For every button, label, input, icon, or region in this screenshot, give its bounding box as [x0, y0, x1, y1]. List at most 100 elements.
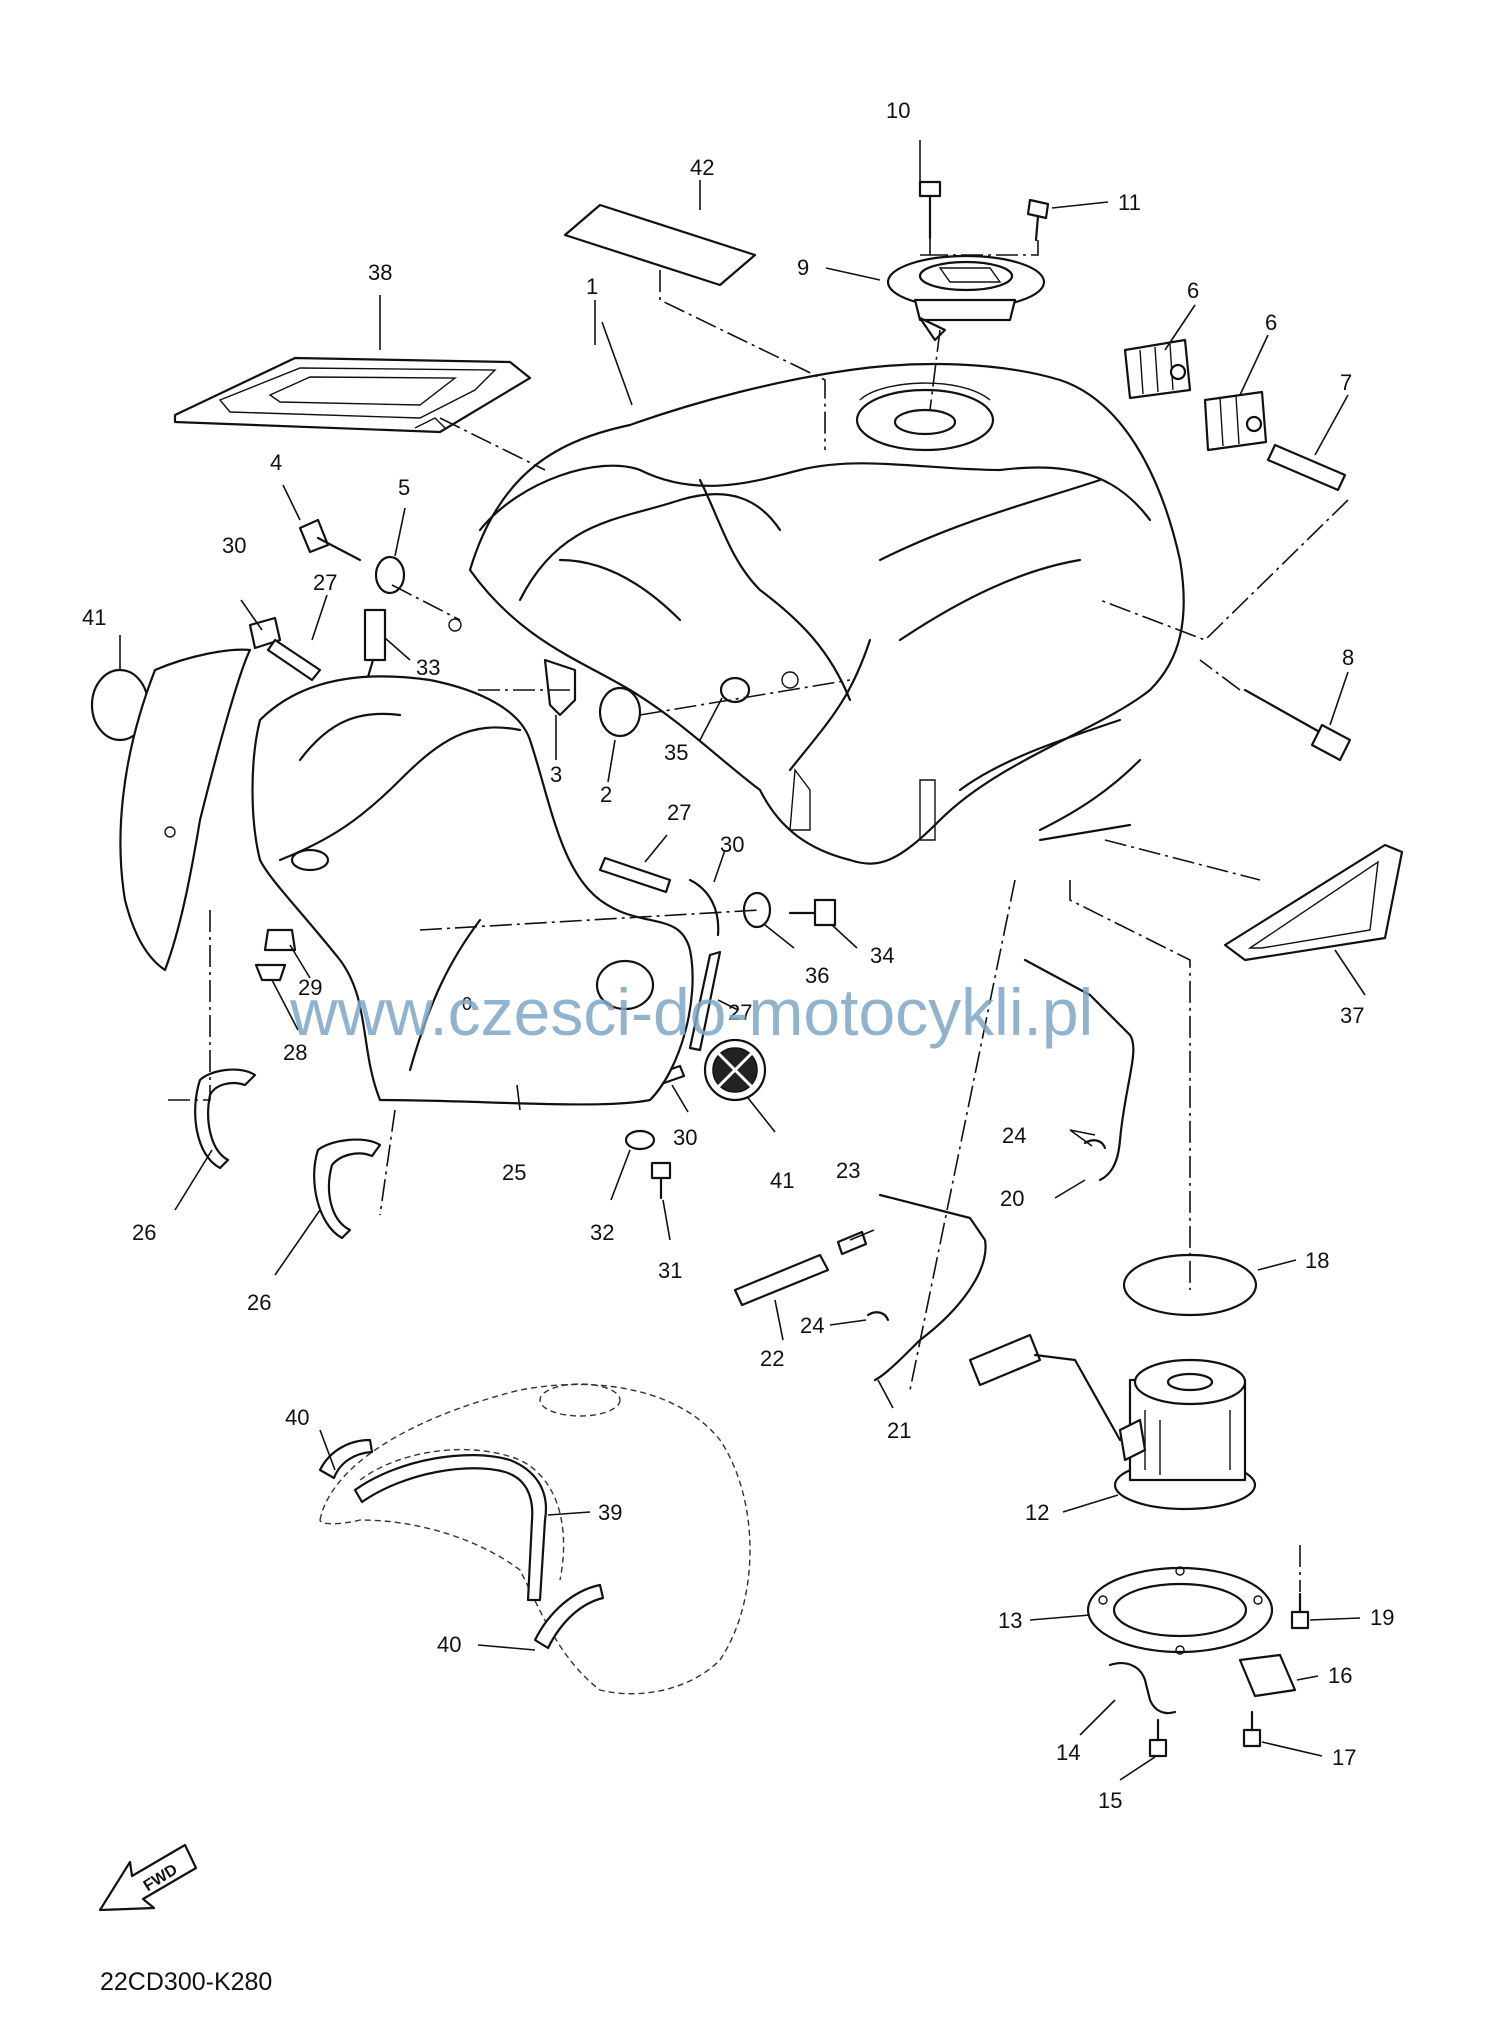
callout-5: 5 [398, 475, 410, 500]
callout-4: 4 [270, 450, 282, 475]
callout-36: 36 [805, 963, 829, 988]
part-16-cover [1238, 1653, 1297, 1698]
part-8-bolt [1243, 688, 1352, 762]
callout-2: 2 [600, 782, 612, 807]
part-5-washer [374, 555, 406, 595]
callout-6b: 6 [1265, 310, 1277, 335]
callout-3: 3 [550, 762, 562, 787]
watermark: www.czesci-do-motocykli.pl [289, 975, 1093, 1049]
callout-1: 1 [586, 274, 598, 299]
part-7-collar [1266, 443, 1347, 492]
part-23-fitting [836, 1230, 868, 1256]
callout-labels: 1 2 3 4 5 6 6 7 8 9 10 11 12 13 14 15 16… [82, 98, 1394, 1813]
assembly-lines [165, 238, 1349, 1592]
part-37-side-pad [1223, 843, 1404, 962]
callout-7: 7 [1340, 370, 1352, 395]
part-41-emblem-b [703, 1038, 767, 1102]
part-3-bracket [543, 658, 577, 717]
part-31-screw [650, 1161, 672, 1200]
fwd-arrow-icon [98, 1843, 198, 1912]
part-6-damper-b [1203, 390, 1268, 452]
callout-40b: 40 [437, 1632, 461, 1657]
callout-19: 19 [1370, 1605, 1394, 1630]
part-39-seal [353, 1454, 548, 1602]
leader-lines [119, 140, 1366, 1781]
part-36-washer [742, 891, 772, 929]
cover-mark: 0 [462, 994, 472, 1014]
callout-10: 10 [886, 98, 910, 123]
callout-26b: 26 [247, 1290, 271, 1315]
part-9-fuel-cap [886, 254, 1046, 342]
callout-17: 17 [1332, 1745, 1356, 1770]
callout-30b: 30 [720, 832, 744, 857]
callout-14: 14 [1056, 1740, 1080, 1765]
part-34-bolt [788, 898, 837, 927]
part-4-bolt [298, 518, 362, 562]
callout-27c: 27 [728, 1000, 752, 1025]
callout-26a: 26 [132, 1220, 156, 1245]
callout-27a: 27 [313, 570, 337, 595]
callout-27b: 27 [667, 800, 691, 825]
part-11-screw [1026, 198, 1050, 242]
part-35-nut [719, 676, 751, 704]
callout-33: 33 [416, 655, 440, 680]
callout-11: 11 [1118, 190, 1141, 215]
part-drawings: 0 [90, 180, 1404, 1912]
part-27-band-b [598, 856, 672, 894]
callout-13: 13 [998, 1608, 1022, 1633]
part-22-hose [733, 1253, 830, 1307]
callout-8: 8 [1342, 645, 1354, 670]
callout-23: 23 [836, 1158, 860, 1183]
callout-20: 20 [1000, 1186, 1024, 1211]
callout-41b: 41 [770, 1168, 794, 1193]
part-12-fuel-pump [968, 1333, 1257, 1511]
callout-25: 25 [502, 1160, 526, 1185]
callout-12: 12 [1025, 1500, 1049, 1525]
part-25-side-cover: 0 [119, 648, 694, 1106]
callout-9: 9 [797, 255, 809, 280]
callout-6a: 6 [1187, 278, 1199, 303]
part-17-screw [1242, 1710, 1262, 1748]
callout-32: 32 [590, 1220, 614, 1245]
part-20-hose [1023, 958, 1135, 1182]
part-15-screw [1148, 1718, 1168, 1758]
callout-15: 15 [1098, 1788, 1122, 1813]
part-27-band-c [688, 950, 722, 1052]
part-10-screw [918, 180, 942, 240]
part-26-seal-b [313, 1138, 382, 1240]
part-32-washer [624, 1129, 656, 1151]
part-26-seal-a [194, 1068, 257, 1170]
callout-29: 29 [298, 975, 322, 1000]
callout-42: 42 [690, 155, 714, 180]
part-30-clip-b [688, 878, 720, 937]
part-19-screw [1290, 1592, 1310, 1630]
callout-24b: 24 [800, 1313, 824, 1338]
part-2-collar [598, 686, 642, 738]
part-21-hose [873, 1193, 987, 1382]
part-30-clip-a [248, 616, 282, 650]
callout-39: 39 [598, 1500, 622, 1525]
part-29-grommet [263, 928, 297, 952]
callout-31: 31 [658, 1258, 682, 1283]
callout-37: 37 [1340, 1003, 1364, 1028]
callout-24a: 24 [1002, 1123, 1026, 1148]
part-24-clamp-b [866, 1311, 890, 1322]
part-24-clamp-a [1083, 1139, 1107, 1150]
callout-16: 16 [1328, 1663, 1352, 1688]
part-42-sticker [563, 203, 757, 287]
callout-22: 22 [760, 1346, 784, 1371]
callout-40a: 40 [285, 1405, 309, 1430]
callout-30a: 30 [222, 533, 246, 558]
callout-41a: 41 [82, 605, 106, 630]
part-27-band-a [266, 638, 322, 682]
part-39-40-seal-set [318, 1383, 751, 1695]
fuel-tank [448, 362, 1185, 865]
part-14-bracket [1108, 1662, 1177, 1715]
part-6-damper-a [1123, 338, 1192, 400]
callout-21: 21 [887, 1418, 911, 1443]
callout-18: 18 [1305, 1248, 1329, 1273]
part-13-plate [1086, 1566, 1274, 1655]
callout-28: 28 [283, 1040, 307, 1065]
callout-38: 38 [368, 260, 392, 285]
